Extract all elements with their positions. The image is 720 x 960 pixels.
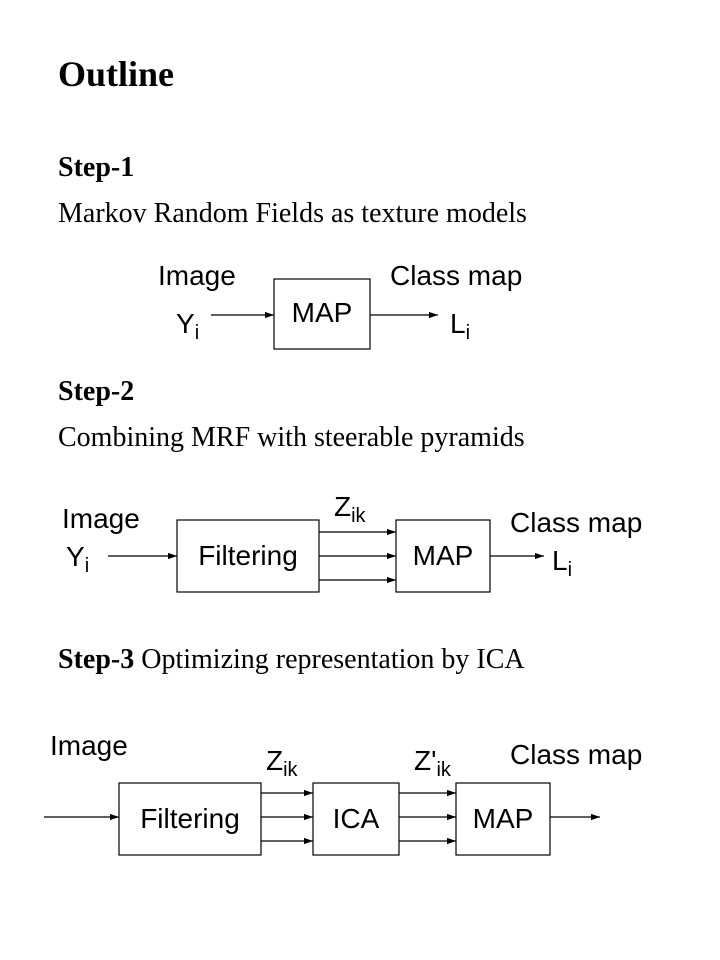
step3-filtering-label: Filtering xyxy=(140,803,240,834)
step2-input-subscript: i xyxy=(85,555,89,577)
step2-heading: Step-2 xyxy=(58,376,135,407)
step3-mid2-symbol-main: Z' xyxy=(414,745,436,776)
step2-filtering-label: Filtering xyxy=(198,540,298,571)
step2-diagram: Image Yi Filtering Zik MAP Class map Li xyxy=(62,491,642,593)
step2-input-label: Image xyxy=(62,503,140,534)
step1-diagram: Image Yi MAP Class map Li xyxy=(158,260,522,350)
step3-mid2-symbol: Z'ik xyxy=(414,745,452,781)
step2-output-subscript: i xyxy=(568,559,572,581)
step1-output-symbol-main: L xyxy=(450,308,466,339)
step1-map-box xyxy=(273,278,371,350)
step3-line: Step-3 Optimizing representation by ICA xyxy=(58,646,525,674)
page-title: Outline xyxy=(58,54,175,94)
step2-mid-symbol-main: Z xyxy=(334,491,351,522)
step2-description: Combining MRF with steerable pyramids xyxy=(58,422,525,453)
step3-heading: Step-3 xyxy=(58,644,135,675)
step1-description: Markov Random Fields as texture models xyxy=(58,198,527,229)
step2-mid-symbol: Zik xyxy=(334,491,367,527)
step2-map-label: MAP xyxy=(413,540,474,571)
step2-output-symbol: Li xyxy=(552,545,572,581)
step3-input-label: Image xyxy=(50,730,128,761)
step3-mid1-symbol-main: Z xyxy=(266,745,283,776)
step1-input-symbol-main: Y xyxy=(176,308,195,339)
step3-mid1-subscript: ik xyxy=(283,759,298,781)
step2-output-symbol-main: L xyxy=(552,545,568,576)
step1-output-subscript: i xyxy=(466,322,470,344)
step3-map-box xyxy=(455,782,551,856)
step1-input-symbol: Yi xyxy=(176,308,199,344)
step2-filtering-box xyxy=(176,519,320,593)
step3-ica-label: ICA xyxy=(333,803,380,834)
step2-map-box xyxy=(395,519,491,593)
step3-description: Optimizing representation by ICA xyxy=(141,644,525,675)
step1-input-label: Image xyxy=(158,260,236,291)
step1-output-label: Class map xyxy=(390,260,522,291)
step3-map-label: MAP xyxy=(473,803,534,834)
step2-mid-subscript: ik xyxy=(351,505,366,527)
step3-mid2-subscript: ik xyxy=(436,759,451,781)
step1-map-label: MAP xyxy=(292,297,353,328)
step2-input-symbol: Yi xyxy=(66,541,89,577)
step2-output-label: Class map xyxy=(510,507,642,538)
step3-filtering-box xyxy=(118,782,262,856)
step3-diagram: Image Filtering Zik ICA Z'ik MAP Class m… xyxy=(44,730,642,856)
step3-output-label: Class map xyxy=(510,739,642,770)
step1-input-subscript: i xyxy=(195,322,199,344)
step3-mid1-symbol: Zik xyxy=(266,745,299,781)
step3-ica-box xyxy=(312,782,400,856)
step1-heading: Step-1 xyxy=(58,152,135,183)
step1-output-symbol: Li xyxy=(450,308,470,344)
step2-input-symbol-main: Y xyxy=(66,541,85,572)
